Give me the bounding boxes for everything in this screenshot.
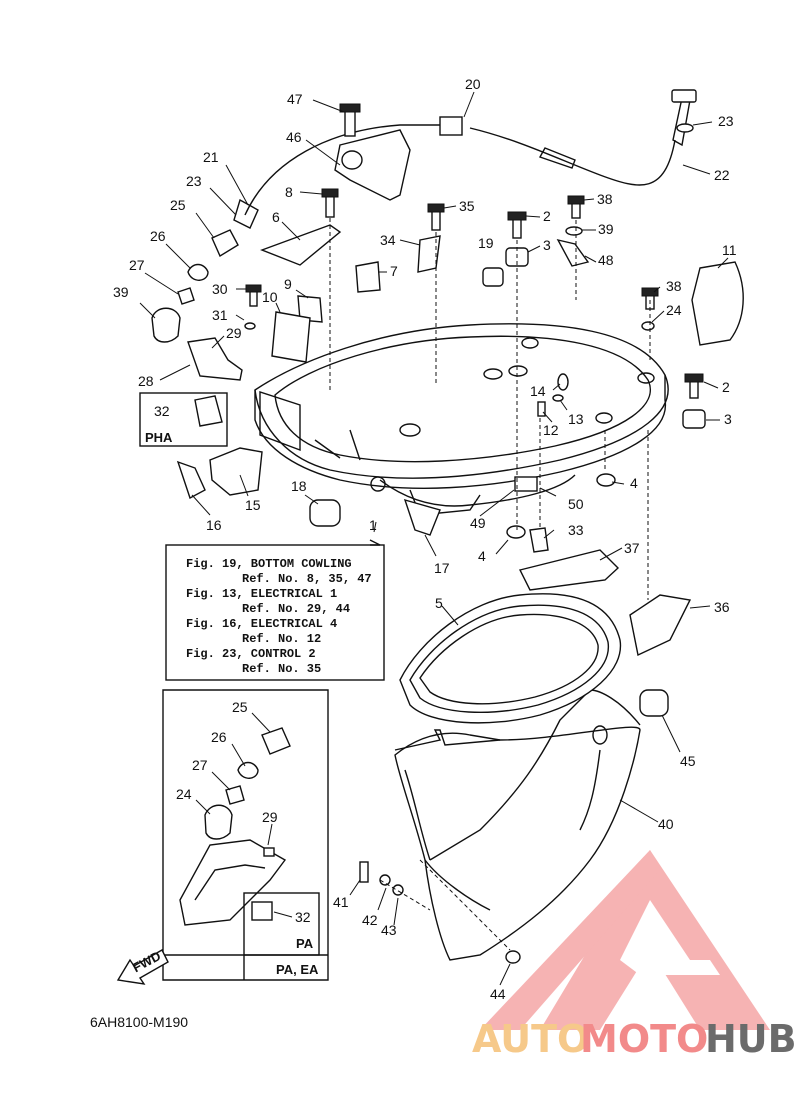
callout-1: 1 xyxy=(369,517,377,533)
callout-48: 48 xyxy=(598,252,614,268)
watermark-logo xyxy=(480,850,770,1030)
callout-37: 37 xyxy=(624,540,640,556)
callout-34: 34 xyxy=(380,232,396,248)
callout-numbers: 47 20 23 22 46 21 23 8 35 38 2 39 25 6 3… xyxy=(113,76,737,1002)
callout-5: 5 xyxy=(435,595,443,611)
callout-38b: 38 xyxy=(666,278,682,294)
callout-16: 16 xyxy=(206,517,222,533)
ref-line-4: Ref. No. 29, 44 xyxy=(242,602,350,616)
callout-2: 2 xyxy=(543,208,551,224)
fwd-arrow-icon: FWD xyxy=(116,948,169,985)
callout-40: 40 xyxy=(658,816,674,832)
pa-ea-parts xyxy=(179,727,521,964)
callout-12: 12 xyxy=(543,422,559,438)
callout-22: 22 xyxy=(714,167,730,183)
callout-29: 29 xyxy=(226,325,242,341)
watermark-moto: MOTO xyxy=(580,1017,708,1061)
wire-harness xyxy=(233,89,697,229)
callout-39b: 24 xyxy=(666,302,682,318)
callout-35: 35 xyxy=(459,198,475,214)
pha-label: PHA xyxy=(145,430,173,445)
callout-24: 39 xyxy=(113,284,129,300)
callout-13: 13 xyxy=(568,411,584,427)
callout-29b: 29 xyxy=(262,809,278,825)
watermark-text: AUTO MOTO HUB xyxy=(472,1017,797,1061)
callout-47: 47 xyxy=(287,91,303,107)
leader-lines xyxy=(139,91,729,986)
callout-26: 26 xyxy=(150,228,166,244)
pha-box xyxy=(139,392,228,447)
callout-7: 7 xyxy=(390,263,398,279)
bracket-46 xyxy=(334,103,411,201)
callout-15: 15 xyxy=(245,497,261,513)
ref-line-6: Ref. No. 12 xyxy=(242,632,321,646)
watermark-triangle-left-icon xyxy=(480,850,660,1030)
callout-19: 19 xyxy=(478,235,494,251)
reference-box xyxy=(165,544,385,681)
callout-2b: 2 xyxy=(722,379,730,395)
callout-32: 32 xyxy=(154,403,170,419)
callout-4: 4 xyxy=(630,475,638,491)
callout-42: 42 xyxy=(362,912,378,928)
callout-36: 36 xyxy=(714,599,730,615)
callout-9: 9 xyxy=(284,276,292,292)
callout-39: 39 xyxy=(598,221,614,237)
ref-line-5: Fig. 16, ELECTRICAL 4 xyxy=(186,617,337,631)
callout-27: 27 xyxy=(129,257,145,273)
callout-11: 11 xyxy=(722,242,737,258)
callout-27b: 27 xyxy=(192,757,208,773)
reference-box-text: Fig. 19, BOTTOM COWLING Ref. No. 8, 35, … xyxy=(186,557,372,676)
alignment-lines xyxy=(329,218,651,951)
callout-45: 45 xyxy=(680,753,696,769)
callout-8: 8 xyxy=(285,184,293,200)
callout-20: 20 xyxy=(465,76,481,92)
ref-line-1: Fig. 19, BOTTOM COWLING xyxy=(186,557,352,571)
callout-23: 23 xyxy=(718,113,734,129)
left-parts xyxy=(151,224,744,657)
grommets xyxy=(244,226,706,717)
pa-ea-box xyxy=(162,689,329,981)
ref-box-pointer-icon xyxy=(369,539,381,546)
ref-line-2: Ref. No. 8, 35, 47 xyxy=(242,572,372,586)
watermark-auto: AUTO xyxy=(472,1017,589,1061)
diagram-code: 6AH8100-M190 xyxy=(90,1014,188,1030)
callout-3: 3 xyxy=(543,237,551,253)
bottom-cowling-tray xyxy=(254,323,669,516)
callout-24b: 24 xyxy=(176,786,192,802)
callout-25b: 25 xyxy=(232,699,248,715)
callout-23b: 23 xyxy=(186,173,202,189)
lower-cowling-40 xyxy=(394,689,641,961)
pa-label: PA xyxy=(296,936,314,951)
callout-28: 28 xyxy=(138,373,154,389)
callout-33: 33 xyxy=(568,522,584,538)
callout-43: 43 xyxy=(381,922,397,938)
pa-ea-label: PA, EA xyxy=(276,962,319,977)
callout-49: 49 xyxy=(470,515,486,531)
callout-6: 6 xyxy=(272,209,280,225)
callout-32b: 32 xyxy=(295,909,311,925)
callout-41: 41 xyxy=(333,894,349,910)
callout-38: 38 xyxy=(597,191,613,207)
callout-44: 44 xyxy=(490,986,506,1002)
watermark-hub: HUB xyxy=(705,1017,797,1061)
seal-gasket-5 xyxy=(399,593,622,724)
ref-line-7: Fig. 23, CONTROL 2 xyxy=(186,647,316,661)
callout-18: 18 xyxy=(291,478,307,494)
callout-10: 10 xyxy=(262,289,278,305)
callout-46: 46 xyxy=(286,129,302,145)
ref-line-3: Fig. 13, ELECTRICAL 1 xyxy=(186,587,337,601)
callout-25: 25 xyxy=(170,197,186,213)
callout-30: 30 xyxy=(212,281,228,297)
callout-50: 50 xyxy=(568,496,584,512)
callout-21: 21 xyxy=(203,149,219,165)
callout-3b: 3 xyxy=(724,411,732,427)
callout-14: 14 xyxy=(530,383,546,399)
callout-31: 31 xyxy=(212,307,228,323)
callout-26b: 26 xyxy=(211,729,227,745)
callout-4b: 4 xyxy=(478,548,486,564)
ref-line-8: Ref. No. 35 xyxy=(242,662,321,676)
callout-17: 17 xyxy=(434,560,450,576)
